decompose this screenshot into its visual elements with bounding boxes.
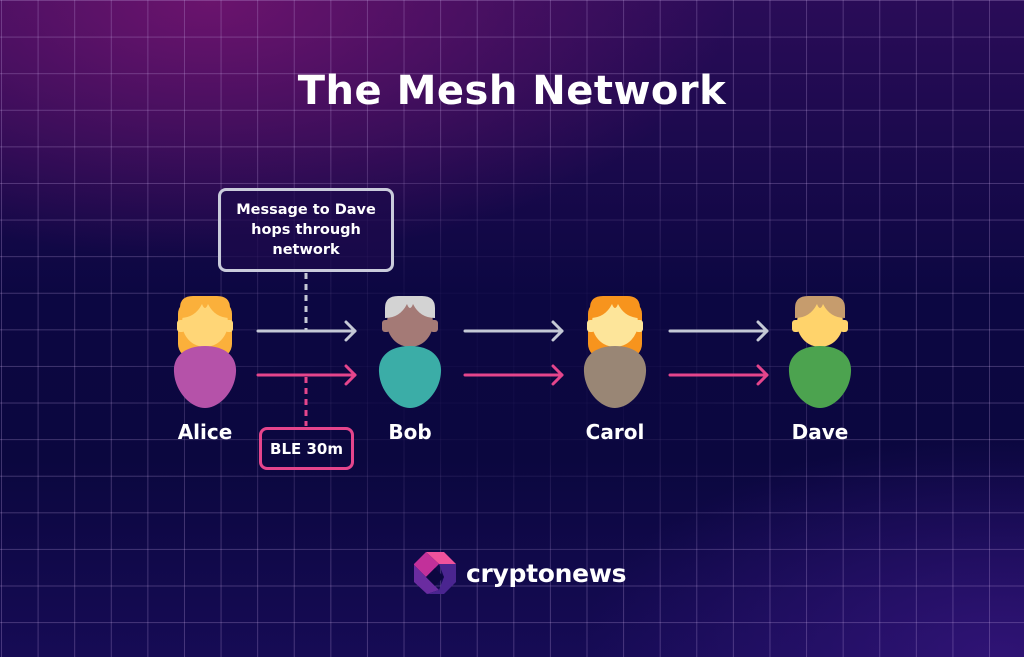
hair-top [180, 296, 230, 318]
avatar-dave [788, 296, 852, 408]
body [788, 346, 852, 408]
message-arrow [668, 320, 769, 342]
node-label-dave: Dave [791, 420, 849, 444]
node-label-bob: Bob [388, 420, 432, 444]
body [583, 346, 647, 408]
links-layer [256, 320, 769, 386]
avatar-bob [378, 296, 442, 408]
message-arrow [256, 320, 357, 342]
diagram-title: The Mesh Network [297, 68, 727, 114]
brand-name: cryptonews [466, 558, 627, 588]
link-bob-carol [463, 320, 564, 386]
node-label-alice: Alice [177, 420, 233, 444]
hair-top [385, 296, 435, 318]
node-label-carol: Carol [585, 420, 645, 444]
link-alice-bob [256, 320, 357, 386]
callout-text: Message to Dave hops through network [236, 200, 376, 260]
hair-top [795, 296, 845, 318]
callout-line-1: Message to Dave [236, 202, 376, 218]
avatar-carol [583, 296, 647, 408]
message-callout: Message to Dave hops through network [218, 188, 394, 272]
avatar-alice [173, 296, 237, 408]
link-carol-dave [668, 320, 769, 386]
ble-arrow [463, 364, 564, 386]
avatars-layer [173, 296, 852, 408]
callout-line-2: hops through [251, 222, 361, 238]
ble-arrow [256, 364, 357, 386]
cryptonews-logo-icon [414, 552, 456, 594]
ble-arrow [668, 364, 769, 386]
body [173, 346, 237, 408]
hair-top [590, 296, 640, 318]
message-arrow [463, 320, 564, 342]
ble-range-badge: BLE 30m [259, 427, 354, 470]
body [378, 346, 442, 408]
callout-line-3: network [272, 242, 340, 258]
cryptonews-logo[interactable]: cryptonews [412, 550, 627, 596]
